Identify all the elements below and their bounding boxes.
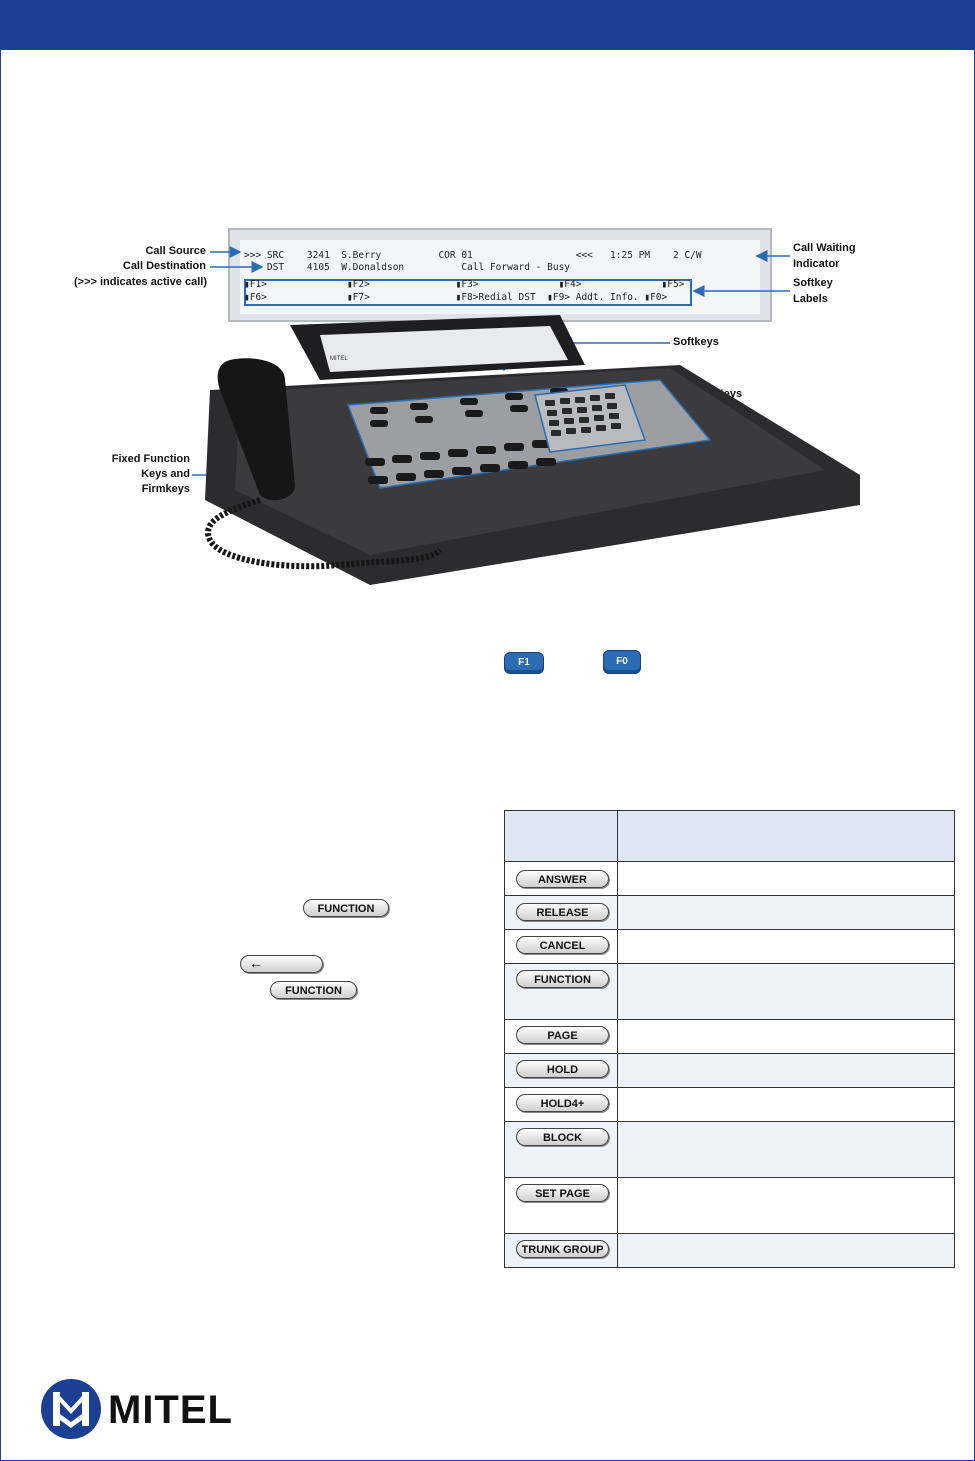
callout-call-source: Call Source [145,245,206,257]
lcd-line-3: ▮F1> ▮F2> ▮F3> ▮F4> ▮F5> [244,279,685,290]
table-row-description [617,895,955,930]
table-row-description [617,1087,955,1122]
table-header-row [504,810,955,862]
dialpad-buttons [545,393,621,436]
table-row-description [617,1177,955,1234]
table-row: SET PAGE [504,1177,955,1234]
answer-key-image: ANSWER [516,870,609,888]
header-bar [0,0,975,50]
table-row-description [617,1053,955,1088]
hold4-key-image: HOLD4+ [516,1094,609,1112]
softkey-label-box [244,279,692,306]
table-row: HOLD4+ [504,1087,955,1122]
dialpad-panel [534,384,647,453]
callout-call-waiting-line1: Call Waiting [793,242,856,254]
table-row-description [617,1019,955,1054]
callout-fixed-function-line3: Firmkeys [141,483,190,495]
callout-softkeys: Softkeys [673,336,719,348]
table-row-description [617,963,955,1020]
table-row: HOLD [504,1053,955,1088]
function-key-image-2: FUNCTION [270,981,357,999]
table-row: TRUNK GROUP [504,1233,955,1268]
table-row-description [617,1121,955,1178]
keys-table: ANSWER RELEASE CANCEL FUNCTION PAGE HOLD… [504,810,955,1268]
function-key-image-1: FUNCTION [303,899,389,917]
callout-softkey-labels-line1: Softkey [793,277,833,289]
table-row: PAGE [504,1019,955,1054]
table-header-key [504,810,618,862]
lcd-line-1: >>> SRC 3241 S.Berry COR 01 <<< 1:25 PM … [244,250,702,261]
mitel-logo-icon [41,1379,101,1439]
callout-active-call-note: (>>> indicates active call) [74,276,207,288]
handset [217,358,295,501]
table-row-description [617,861,955,896]
f0-key[interactable]: F0 [603,650,641,674]
release-key-image: RELEASE [516,903,609,921]
table-row-description [617,929,955,964]
table-header-description [617,810,955,862]
table-row: BLOCK [504,1121,955,1178]
backspace-key-image: ← [240,955,323,973]
display-window [320,326,568,372]
trunk-group-key-image: TRUNK GROUP [516,1240,609,1258]
callout-fixed-function-line2: Keys and [141,468,190,480]
callout-fixed-function-line1: Fixed Function [111,453,190,465]
table-row-description [617,1233,955,1268]
console-brand-label: MITEL [330,356,348,362]
block-key-image: BLOCK [516,1128,609,1146]
f1-key[interactable]: F1 [504,652,544,674]
callout-call-destination: Call Destination [122,260,206,272]
table-row: RELEASE [504,895,955,930]
callout-softkey-labels-line2: Labels [793,293,828,305]
lcd-line-2: DST 4105 W.Donaldson Call Forward - Busy [244,262,571,273]
mitel-logo-text: MITEL [108,1388,233,1432]
lcd-line-4: ▮F6> ▮F7> ▮F8>Redial DST ▮F9> Addt. Info… [244,292,668,303]
page-key-image: PAGE [516,1026,609,1044]
lcd-screen [240,240,760,314]
lcd-display: >>> SRC 3241 S.Berry COR 01 <<< 1:25 PM … [228,228,772,322]
hold-key-image: HOLD [516,1060,609,1078]
table-row: CANCEL [504,929,955,964]
cancel-key-image: CANCEL [516,936,609,954]
function-key-image-table: FUNCTION [516,970,609,988]
table-row: ANSWER [504,861,955,896]
set-page-key-image: SET PAGE [516,1184,609,1202]
handset-cord [205,497,443,570]
callout-call-waiting-line2: Indicator [793,258,840,270]
console-illustration: MITEL [205,315,860,585]
table-row: FUNCTION [504,963,955,1020]
